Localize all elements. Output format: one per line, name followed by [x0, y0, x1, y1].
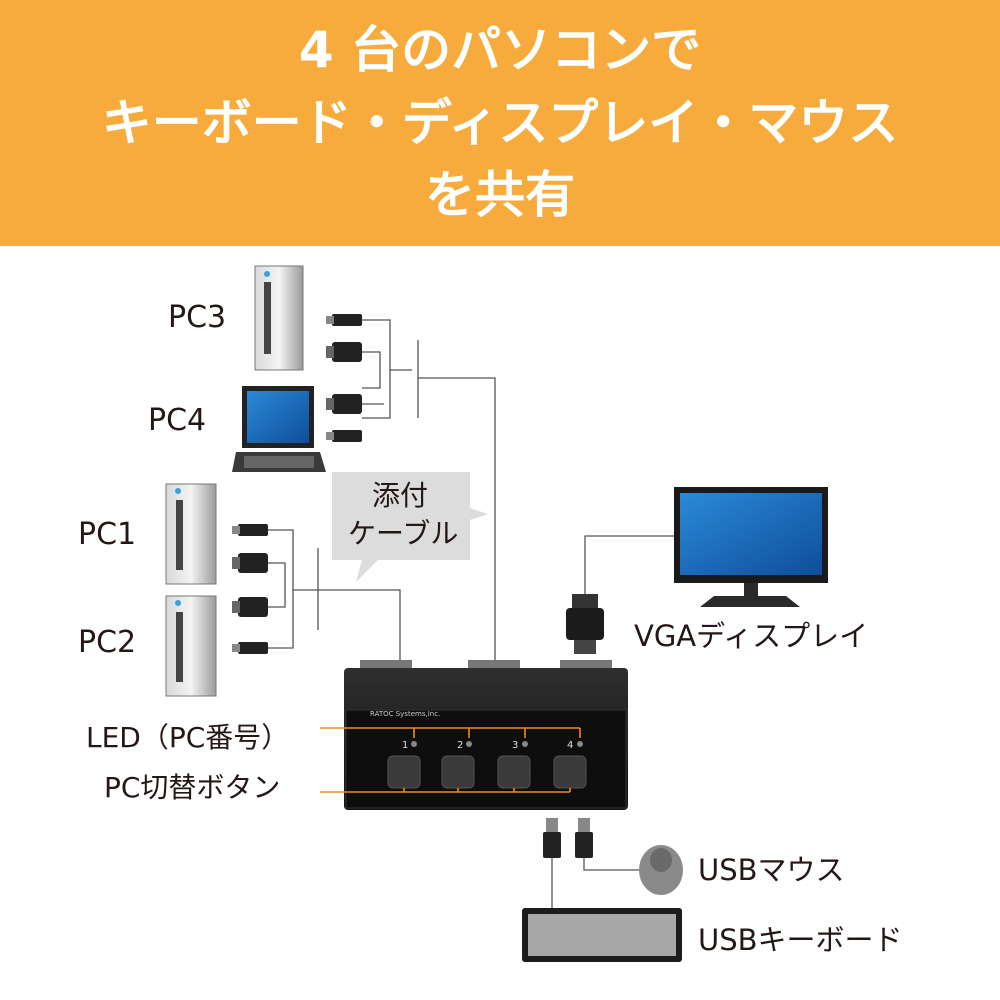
label-switch-buttons: PC切替ボタン [104, 771, 281, 804]
title-line-3: を共有 [425, 166, 575, 224]
port-number-1: 1 [402, 740, 408, 751]
leader-lines [320, 727, 581, 793]
vga-monitor-icon [674, 487, 828, 607]
title-line-1: 4 台のパソコンで [298, 21, 702, 79]
title-banner: 4 台のパソコンで キーボード・ディスプレイ・マウス を共有 [0, 0, 1000, 246]
label-vga-display: VGAディスプレイ [634, 619, 869, 653]
pc1-pc2-connectors-icon [232, 524, 268, 654]
port-number-3: 3 [512, 740, 518, 751]
callout-line-1: 添付 [372, 479, 429, 512]
kvm-switch-device: 1 2 3 4 RATOC Systems,Inc. [344, 660, 628, 810]
mouse-icon [639, 845, 683, 895]
brand-logo: RATOC Systems,Inc. [370, 710, 440, 718]
kvm-diagram: 1 2 3 4 RATOC Systems,Inc. [165, 265, 828, 962]
pc4-laptop-icon [232, 386, 326, 472]
keyboard-icon [522, 908, 682, 962]
label-pc2: PC2 [78, 625, 137, 660]
port-number-2: 2 [457, 740, 463, 751]
pc1-tower-icon [165, 483, 217, 585]
cables [268, 319, 680, 908]
label-pc4: PC4 [148, 403, 207, 438]
vga-connector-icon [566, 594, 604, 654]
pc2-tower-icon [165, 595, 217, 697]
label-pc1: PC1 [78, 517, 137, 552]
pc3-pc4-connectors-icon [326, 314, 362, 442]
label-usb-keyboard: USBキーボード [698, 923, 903, 957]
port-number-4: 4 [567, 740, 573, 751]
pc3-tower-icon [254, 265, 304, 371]
title-line-2: キーボード・ディスプレイ・マウス [101, 94, 899, 152]
callout-line-2: ケーブル [348, 517, 459, 550]
label-pc3: PC3 [168, 300, 227, 335]
cable-callout-bubble [332, 472, 488, 582]
usb-plugs-icon [543, 818, 593, 858]
label-usb-mouse: USBマウス [698, 853, 845, 887]
label-led: LED（PC番号） [86, 721, 290, 754]
